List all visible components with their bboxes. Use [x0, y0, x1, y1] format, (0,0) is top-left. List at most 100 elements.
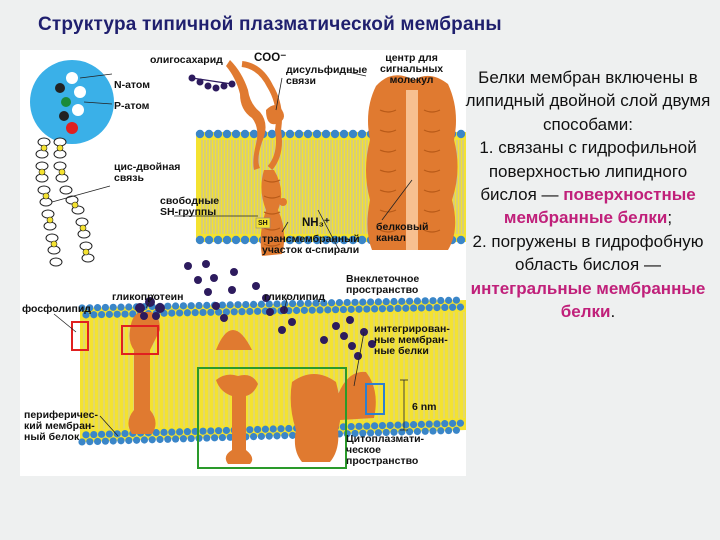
lipid-head: [429, 427, 437, 435]
lipid-head: [296, 299, 304, 308]
lipid-head: [285, 424, 293, 433]
lipid-head: [390, 297, 398, 306]
highlight-box-blue: [365, 383, 385, 415]
lipid-head: [207, 427, 215, 435]
lipid-head: [445, 426, 453, 435]
lipid-head: [195, 301, 203, 310]
lipid-head: [355, 305, 363, 313]
lipid-head: [218, 433, 226, 442]
lipid-head: [371, 305, 379, 313]
lipid-head: [303, 129, 313, 139]
lipid-head: [308, 306, 316, 314]
lipid-head: [140, 436, 148, 444]
lipid-head: [382, 428, 390, 437]
lipid-head: [402, 304, 410, 312]
transmembrane-protein: [226, 60, 287, 256]
lipid-head: [222, 308, 230, 316]
lipid-head: [413, 427, 421, 436]
membrane-illustration: [30, 60, 466, 469]
sh-tag: [255, 217, 271, 229]
lipid-head: [421, 297, 429, 305]
lipid-head: [98, 310, 106, 319]
lipid-head: [215, 427, 223, 435]
lipid-head: [199, 427, 207, 435]
lipid-head: [351, 429, 359, 438]
lipid-head: [109, 303, 117, 311]
lipid-head: [82, 311, 90, 319]
lipid-head: [203, 301, 211, 309]
lipid-head: [90, 430, 98, 439]
phospholipid-head: [30, 60, 114, 144]
lipid-head: [410, 421, 418, 429]
lipid-head: [168, 309, 176, 317]
lipid-head: [257, 300, 265, 308]
lipid-head: [101, 437, 109, 445]
lipid-head: [240, 235, 250, 245]
label-cytoplasmic: Цитоплазмати- ческое пространство: [346, 433, 425, 467]
side-description: Белки мембран включены в липидный двойно…: [462, 66, 714, 323]
lipid-head: [267, 129, 277, 139]
lipid-head: [187, 434, 195, 443]
lipid-head: [394, 421, 402, 429]
lipid-head: [433, 420, 441, 428]
lipid-head: [86, 438, 94, 446]
lipid-head: [456, 129, 466, 139]
channel-protein: [366, 75, 458, 250]
lipid-head: [231, 129, 241, 139]
lipid-head: [230, 308, 238, 316]
lipid-head: [347, 422, 355, 431]
lipid-head: [113, 310, 121, 318]
slide-title: Структура типичной плазматической мембра…: [38, 14, 502, 35]
lipid-head: [254, 425, 262, 434]
lipid-head: [101, 303, 109, 312]
lipid-head: [386, 304, 394, 313]
label-binding-center: центр для сигнальных молекул: [380, 52, 444, 86]
side-item2-prefix: 2. погружены в гидрофобную область бисло…: [472, 231, 704, 275]
label-sh: SH: [258, 220, 268, 227]
lipid-head: [113, 430, 121, 438]
lipid-head: [265, 300, 273, 308]
lipid-head: [195, 129, 205, 139]
lipid-head: [82, 431, 90, 439]
lipid-head: [231, 235, 241, 245]
lipid-head: [273, 432, 281, 440]
lipid-head: [289, 299, 297, 308]
lipid-head: [363, 422, 371, 430]
label-protein-channel: белковый канал: [376, 221, 429, 244]
lipid-head: [109, 437, 117, 445]
oligosaccharide-chain: [188, 74, 236, 92]
lipid-head: [250, 433, 258, 441]
lipid-head: [445, 296, 453, 304]
lipid-head: [293, 306, 301, 315]
lipid-head: [371, 422, 379, 430]
lipid-head: [456, 303, 464, 311]
lipid-head: [105, 310, 113, 318]
lipid-head: [242, 300, 250, 309]
lipid-head: [382, 298, 390, 306]
lipid-head: [199, 308, 207, 317]
lipid-head: [330, 129, 340, 139]
label-thickness: 6 nm: [412, 401, 437, 413]
lipid-head: [324, 306, 332, 314]
lipid-head: [332, 306, 340, 314]
lipid-head: [425, 420, 433, 428]
lipid-head: [78, 304, 86, 312]
lipid-head: [222, 235, 232, 245]
label-p-atom: P-атом: [114, 100, 150, 112]
lipid-head: [172, 435, 180, 443]
side-item1-suffix: ;: [667, 208, 673, 228]
lipid-head: [386, 421, 394, 429]
lipid-head: [234, 301, 242, 309]
label-transmembrane: трансмембранный участок α-спирали: [262, 233, 360, 256]
lipid-head: [429, 297, 437, 305]
highlight-box-red: [121, 325, 159, 355]
lipid-head: [133, 436, 141, 444]
lipid-head: [339, 305, 347, 314]
lipid-head: [269, 425, 277, 433]
lipid-head: [335, 299, 343, 307]
lipid-head: [226, 433, 234, 441]
lipid-head: [98, 430, 106, 438]
lipid-head: [213, 129, 223, 139]
lipid-head: [294, 235, 304, 245]
lipid-head: [320, 299, 328, 307]
